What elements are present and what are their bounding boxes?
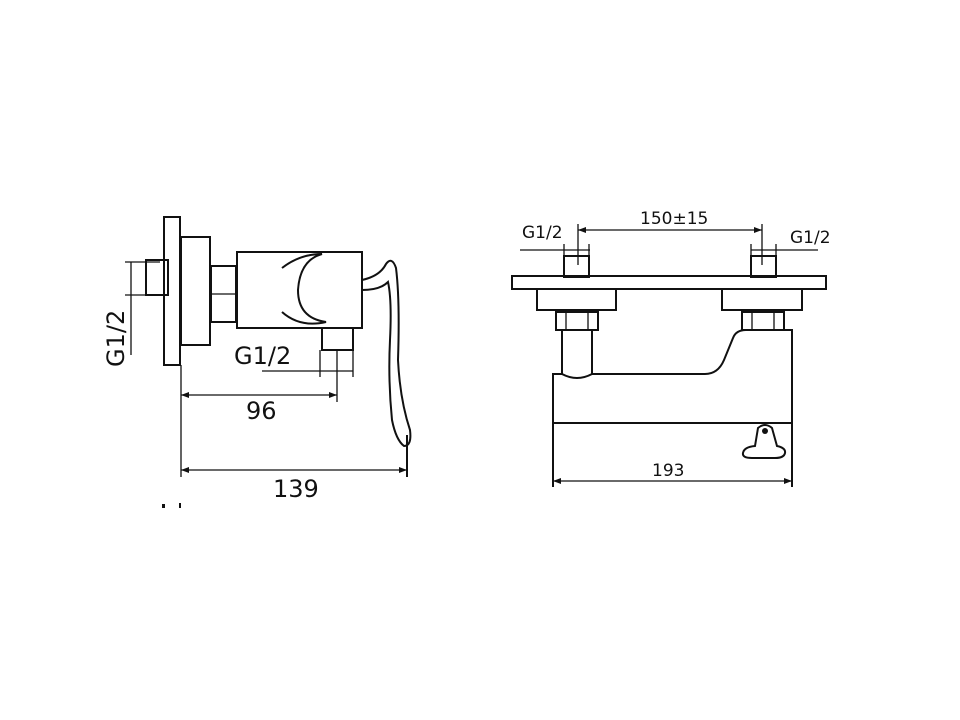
right-nut (741, 311, 785, 331)
lever-handle (361, 259, 412, 448)
lever-base (281, 253, 327, 325)
lower-body (552, 423, 793, 487)
right-inlet-thread (750, 255, 777, 278)
overall-depth-label: 139 (273, 475, 319, 503)
wall-plate (163, 216, 181, 366)
diverter-knob (741, 424, 787, 459)
wall-strip (511, 275, 827, 290)
outlet-distance-label: 96 (246, 397, 277, 425)
outlet-thread-label: G1/2 (234, 342, 291, 370)
left-nut (555, 311, 599, 331)
right-escutcheon (721, 288, 803, 311)
overall-width-label: 193 (652, 461, 684, 481)
escutcheon (180, 236, 211, 346)
right-inlet-label: G1/2 (790, 228, 831, 248)
side-view: G1/2 G1/2 96 139 (102, 216, 412, 508)
valve-body-front (552, 329, 793, 424)
left-escutcheon (536, 288, 617, 311)
outlet-thread (321, 327, 354, 351)
inlet-thread-label: G1/2 (102, 310, 130, 367)
left-inlet-label: G1/2 (522, 223, 563, 243)
inlet-spacing-label: 150±15 (640, 209, 708, 229)
left-inlet-thread (563, 255, 590, 278)
front-view: 150±15 G1/2 G1/2 193 (511, 209, 831, 487)
valve-body (236, 251, 363, 329)
